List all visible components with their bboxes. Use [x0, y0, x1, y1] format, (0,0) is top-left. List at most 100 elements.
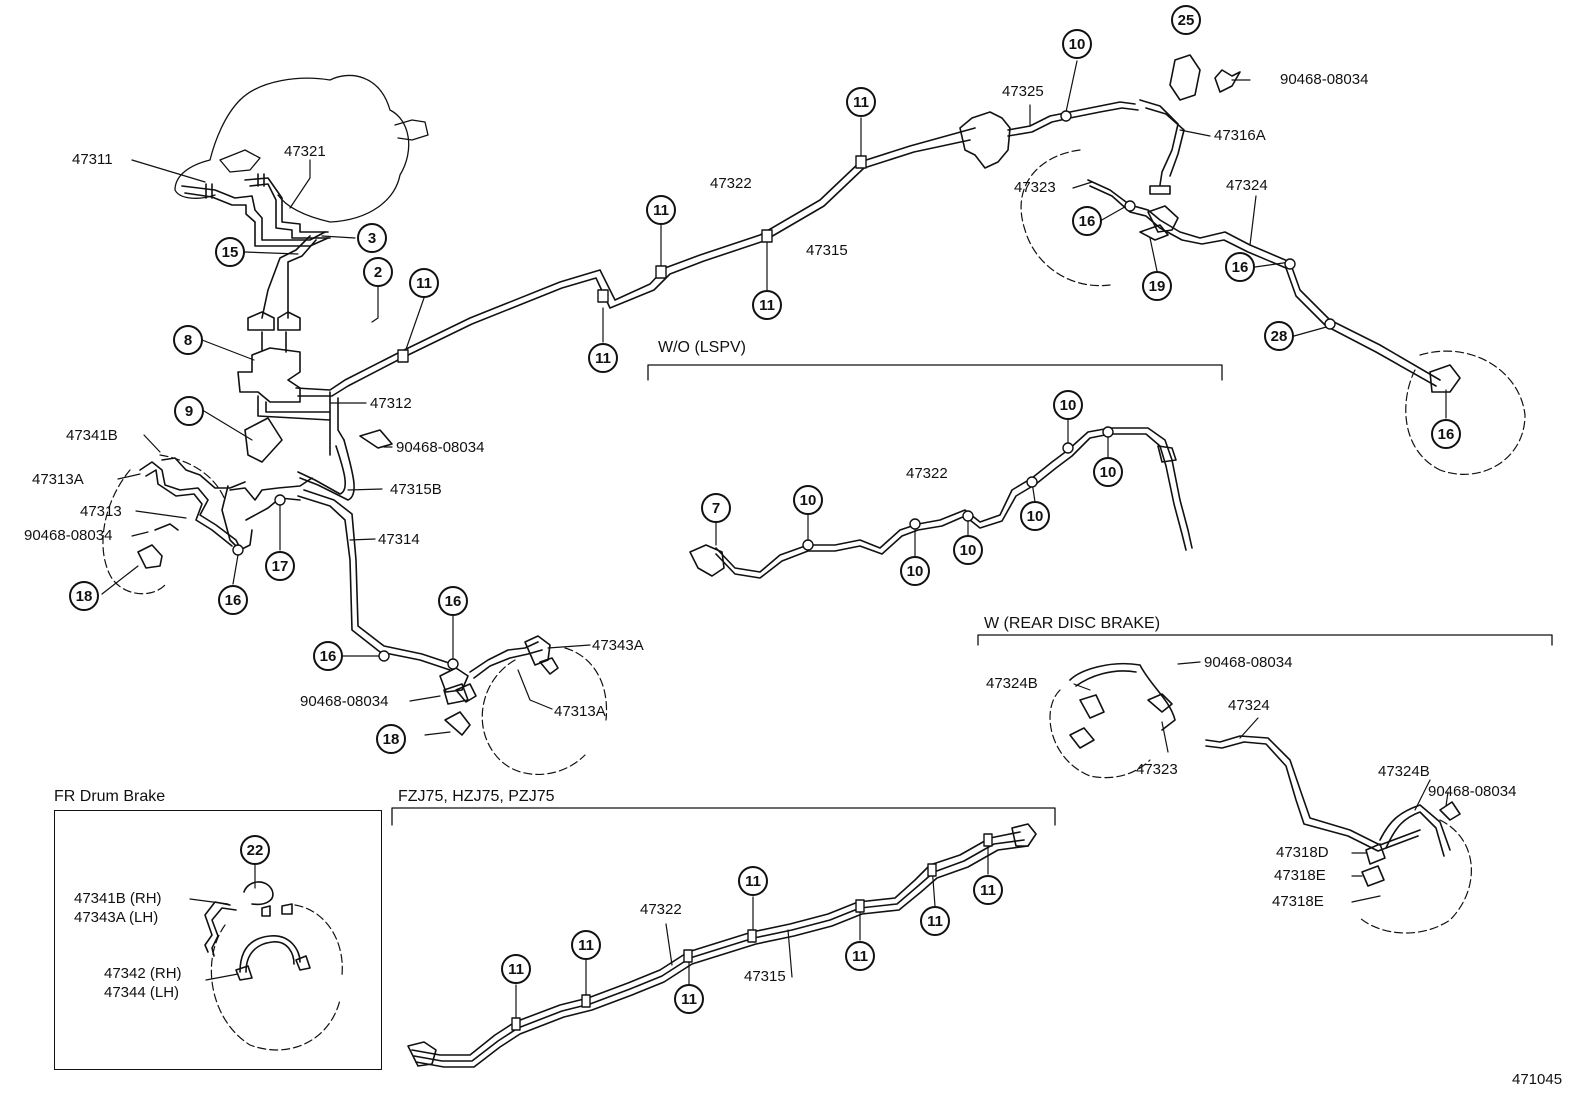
part-47315-models: 47315	[744, 968, 786, 985]
callout-18-b: 18	[376, 724, 406, 754]
rear-disc-right-outline	[1359, 819, 1472, 934]
callout-16-f: 16	[313, 641, 343, 671]
callout-10-b: 10	[1053, 390, 1083, 420]
rear-left-hose	[1087, 179, 1441, 387]
callout-11-l: 11	[674, 984, 704, 1014]
callout-7: 7	[701, 493, 731, 523]
fr-drum-internals	[204, 881, 311, 981]
callout-10-g: 10	[900, 556, 930, 586]
part-47342-rh: 47342 (RH)	[104, 965, 182, 982]
part-47341B-rh: 47341B (RH)	[74, 890, 162, 907]
rear-drum-right	[1405, 350, 1526, 475]
models-line	[407, 823, 1037, 1068]
part-47324B-a: 47324B	[986, 675, 1038, 692]
rear-drum-left	[1020, 149, 1111, 287]
callout-11-i: 11	[845, 941, 875, 971]
callout-16-a: 16	[1072, 206, 1102, 236]
part-47324-b: 47324	[1228, 697, 1270, 714]
callout-17: 17	[265, 551, 295, 581]
section-rear-disc: W (REAR DISC BRAKE)	[984, 615, 1161, 632]
part-47322: 47322	[710, 175, 752, 192]
callout-16-b: 16	[1225, 252, 1255, 282]
front-right-drum	[481, 647, 608, 776]
callout-11-b: 11	[646, 195, 676, 225]
part-47343A: 47343A	[592, 637, 644, 654]
part-47311: 47311	[72, 151, 113, 168]
master-cylinder-lines	[181, 173, 331, 331]
callout-10-e: 10	[1020, 501, 1050, 531]
callout-28: 28	[1264, 321, 1294, 351]
callout-3: 3	[357, 223, 387, 253]
part-90468-08034-b: 90468-08034	[396, 439, 485, 456]
part-47313A-b: 47313A	[554, 703, 606, 720]
part-47341B: 47341B	[66, 427, 118, 444]
part-47322-wo: 47322	[906, 465, 948, 482]
rear-disc-right-line	[1205, 735, 1461, 887]
part-90468-08034-e: 90468-08034	[1204, 654, 1293, 671]
rear-disc-left-outline	[1049, 689, 1151, 779]
callout-25: 25	[1171, 5, 1201, 35]
part-47325: 47325	[1002, 83, 1044, 100]
callout-11-c: 11	[409, 268, 439, 298]
callout-16-d: 16	[218, 585, 248, 615]
section-models: FZJ75, HZJ75, PZJ75	[398, 788, 555, 805]
part-47315B: 47315B	[390, 481, 442, 498]
part-47315: 47315	[806, 242, 848, 259]
models-bracket	[391, 807, 1056, 826]
rear-right-fitting	[1429, 364, 1461, 393]
callout-16-c: 16	[1431, 419, 1461, 449]
fr-drum-outline	[210, 904, 343, 1051]
master-cylinder-outline	[174, 74, 429, 223]
callout-18-a: 18	[69, 581, 99, 611]
part-47321: 47321	[284, 143, 326, 160]
part-47324-a: 47324	[1226, 177, 1268, 194]
part-47323-a: 47323	[1014, 179, 1056, 196]
callout-11-j: 11	[920, 906, 950, 936]
callout-16-e: 16	[438, 586, 468, 616]
rear-disc-left	[1069, 662, 1176, 749]
part-47312: 47312	[370, 395, 412, 412]
part-47322-models: 47322	[640, 901, 682, 918]
callout-8: 8	[173, 325, 203, 355]
callout-10-f: 10	[953, 535, 983, 565]
callout-11-d: 11	[752, 290, 782, 320]
part-90468-08034-a: 90468-08034	[1280, 71, 1369, 88]
lspv-valve	[237, 127, 976, 501]
callout-11-e: 11	[588, 343, 618, 373]
wo-lspv-bracket	[647, 364, 1223, 381]
front-left-drum	[102, 454, 226, 595]
callout-9: 9	[174, 396, 204, 426]
part-47318D: 47318D	[1276, 844, 1329, 861]
section-fr-drum: FR Drum Brake	[54, 788, 166, 805]
part-47343A-lh: 47343A (LH)	[74, 909, 159, 926]
callout-10-c: 10	[1093, 457, 1123, 487]
section-wo-lspv: W/O (LSPV)	[658, 339, 747, 356]
part-47318E-a: 47318E	[1274, 867, 1326, 884]
callout-11-h: 11	[571, 930, 601, 960]
part-90468-08034-f: 90468-08034	[1428, 783, 1517, 800]
fr-drum-inset-box	[54, 810, 382, 1070]
callout-2: 2	[363, 257, 393, 287]
diagram-id: 471045	[1512, 1071, 1563, 1088]
part-47323-b: 47323	[1136, 761, 1178, 778]
callout-11-f: 11	[738, 866, 768, 896]
callout-11-a: 11	[846, 87, 876, 117]
part-47314: 47314	[378, 531, 420, 548]
rear-disc-bracket	[977, 634, 1553, 646]
callout-19: 19	[1142, 271, 1172, 301]
callout-22: 22	[240, 835, 270, 865]
part-90468-08034-c: 90468-08034	[24, 527, 113, 544]
part-47316A: 47316A	[1214, 127, 1266, 144]
part-47313: 47313	[80, 503, 122, 520]
callout-11-g: 11	[973, 875, 1003, 905]
part-90468-08034-d: 90468-08034	[300, 693, 389, 710]
callout-15: 15	[215, 237, 245, 267]
front-right-line	[297, 489, 559, 736]
part-47313A-a: 47313A	[32, 471, 84, 488]
part-47324B-b: 47324B	[1378, 763, 1430, 780]
rear-valve-assembly	[959, 54, 1241, 195]
part-47344-lh: 47344 (LH)	[104, 984, 180, 1001]
callout-10-a: 10	[1062, 29, 1092, 59]
